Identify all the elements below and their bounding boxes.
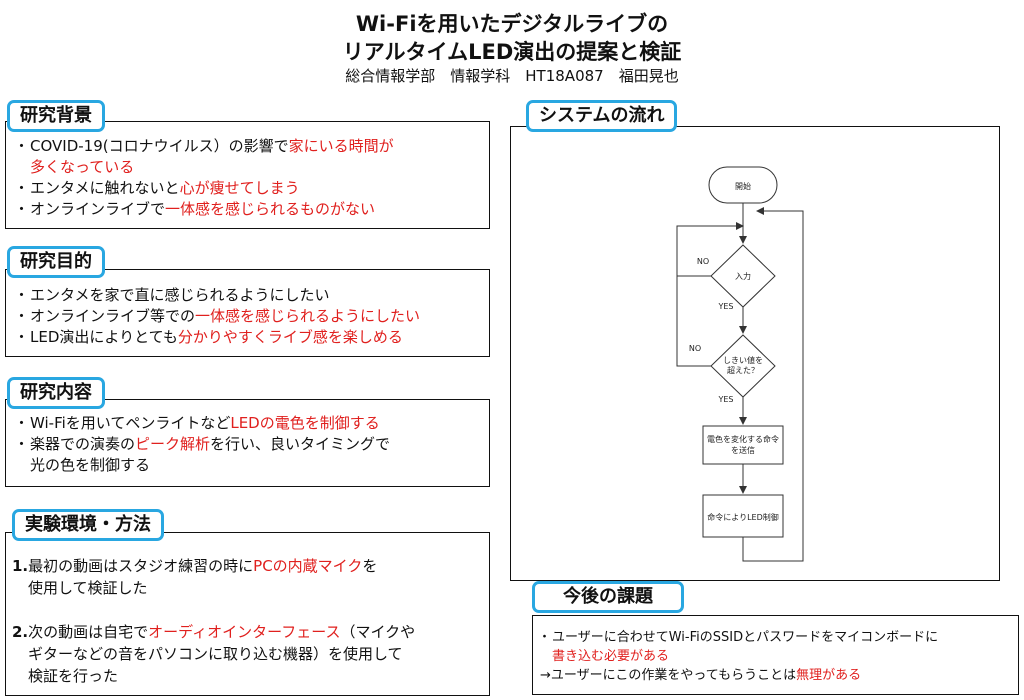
background-heading: 研究背景 bbox=[7, 100, 105, 132]
experiment-item-1: 1.最初の動画はスタジオ練習の時にPCの内蔵マイクを bbox=[12, 557, 378, 575]
return-loop-arrow bbox=[742, 207, 804, 562]
list-item: →ユーザーにこの作業をやってもらうことは無理がある bbox=[540, 668, 862, 683]
send-label: 電色を変化する命令 bbox=[707, 434, 779, 444]
list-item: Wi-Fiを用いてペンライトなどLEDの電色を制御する bbox=[14, 413, 390, 434]
poster-title-line1: Wi-Fiを用いたデジタルライブの bbox=[355, 12, 669, 36]
send-command-box bbox=[702, 425, 784, 465]
experiment-panel bbox=[5, 532, 490, 696]
input-label: 入力 bbox=[735, 271, 751, 281]
poster-title-line2: リアルタイムLED演出の提案と検証 bbox=[342, 40, 682, 64]
threshold-label: 超えた？ bbox=[727, 365, 759, 375]
future-panel bbox=[532, 615, 1019, 695]
list-item: エンタメを家で直に感じられるようにしたい bbox=[14, 285, 420, 306]
poster-author: 総合情報学部 情報学科 HT18A087 福田晃也 bbox=[345, 67, 679, 85]
yes-label: YES bbox=[717, 302, 733, 311]
experiment-heading: 実験環境・方法 bbox=[12, 509, 164, 541]
future-list: ・ユーザーに合わせてWi-FiのSSIDとパスワードをマイコンボードに 書き込む… bbox=[538, 628, 939, 685]
background-list: COVID-19(コロナウイルス）の影響で家にいる時間が 多くなっている エンタ… bbox=[14, 136, 394, 220]
experiment-item-1-continuation: 使用して検証した bbox=[28, 579, 148, 597]
start-label: 開始 bbox=[735, 181, 751, 191]
list-item: オンラインライブで一体感を感じられるものがない bbox=[14, 199, 394, 220]
content-heading: 研究内容 bbox=[7, 377, 105, 409]
experiment-item-2-continuation: ギターなどの音をパソコンに取り込む機器）を使用して bbox=[28, 645, 403, 663]
threshold-label: しきい値を bbox=[723, 355, 763, 365]
system-flow-heading: システムの流れ bbox=[526, 100, 678, 132]
experiment-list: 1.最初の動画はスタジオ練習の時にPCの内蔵マイクを 使用して検証した 2.次の… bbox=[12, 555, 415, 687]
experiment-item-2-continuation: 検証を行った bbox=[28, 667, 119, 685]
no-label: NO bbox=[689, 344, 701, 353]
list-item: 楽器での演奏のピーク解析を行い、良いタイミングで bbox=[14, 434, 390, 455]
future-heading: 今後の課題 bbox=[532, 581, 684, 613]
list-item-continuation: 書き込む必要がある bbox=[552, 649, 670, 664]
list-item: COVID-19(コロナウイルス）の影響で家にいる時間が bbox=[14, 136, 394, 157]
yes-label: YES bbox=[717, 395, 733, 404]
no-loop-arrow bbox=[676, 226, 711, 367]
list-item: エンタメに触れないと心が痩せてしまう bbox=[14, 178, 394, 199]
list-item: LED演出によりとても分かりやすくライブ感を楽しめる bbox=[14, 327, 420, 348]
content-list: Wi-Fiを用いてペンライトなどLEDの電色を制御する 楽器での演奏のピーク解析… bbox=[14, 413, 390, 476]
list-item-continuation: 光の色を制御する bbox=[30, 456, 151, 474]
list-item: オンラインライブ等での一体感を感じられるようにしたい bbox=[14, 306, 420, 327]
list-item: ・ユーザーに合わせてWi-FiのSSIDとパスワードをマイコンボードに bbox=[538, 630, 939, 645]
purpose-heading: 研究目的 bbox=[7, 246, 105, 278]
purpose-list: エンタメを家で直に感じられるようにしたい オンラインライブ等での一体感を感じられ… bbox=[14, 285, 420, 348]
no-label: NO bbox=[697, 257, 709, 266]
experiment-item-2: 2.次の動画は自宅でオーディオインターフェース（マイクや bbox=[12, 623, 416, 641]
list-item-continuation: 多くなっている bbox=[30, 158, 135, 176]
send-label: を送信 bbox=[731, 445, 755, 455]
control-label: 命令によりLED制御 bbox=[707, 512, 779, 522]
